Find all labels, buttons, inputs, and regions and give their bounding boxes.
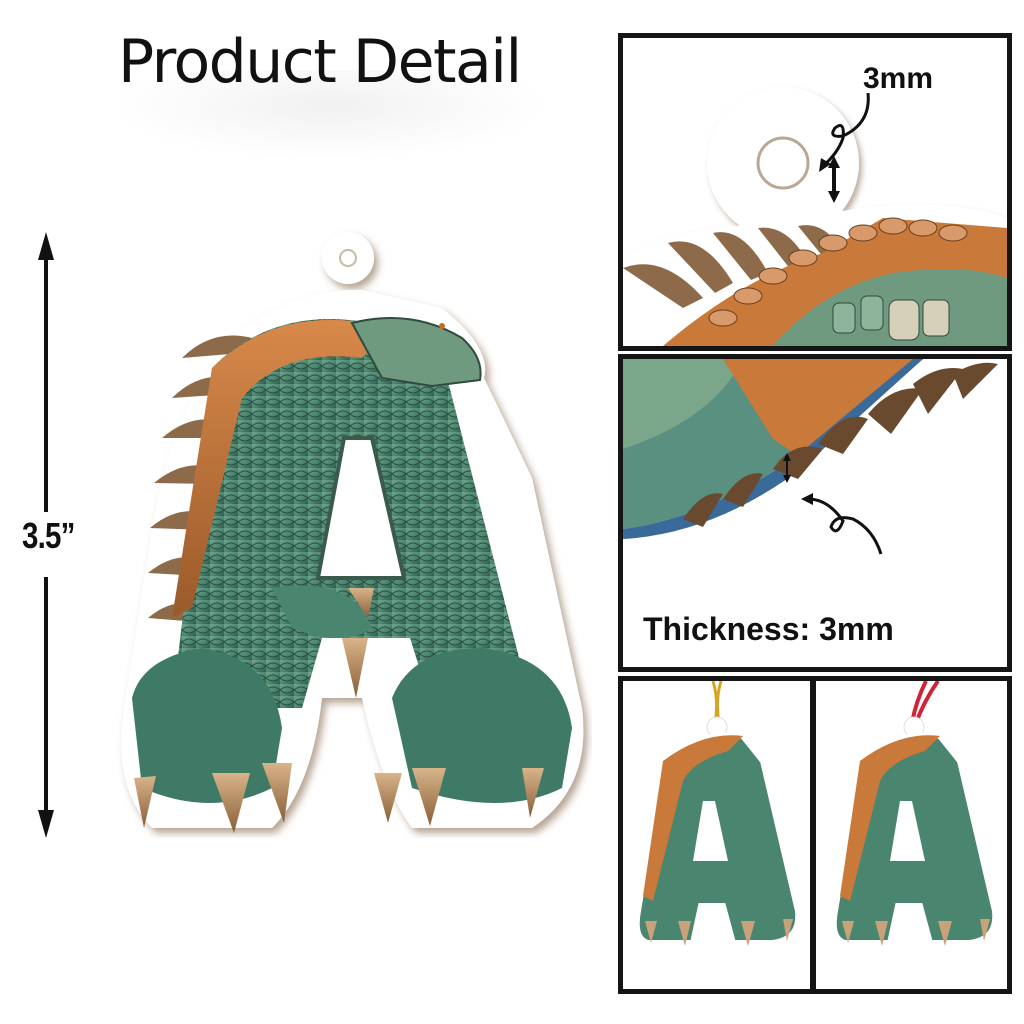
double-arrow-icon — [38, 232, 54, 838]
page-title: Product Detail — [118, 27, 522, 97]
variant-gold-string-panel — [618, 676, 815, 994]
thickness-detail-panel: Thickness: 3mm — [618, 354, 1012, 672]
ornament-red-ribbon-image — [830, 681, 999, 946]
hole-detail-panel: 3mm — [618, 33, 1012, 351]
hole-size-label: 3mm — [863, 62, 934, 95]
height-label: 3.5” — [22, 515, 75, 556]
title-backdrop — [110, 70, 550, 160]
ornament-gold-string-image — [633, 681, 802, 946]
height-measure — [18, 232, 74, 838]
hole-closeup-image — [623, 87, 1007, 346]
edge-closeup-image — [623, 359, 998, 555]
thickness-label: Thickness: 3mm — [643, 611, 894, 647]
variant-red-ribbon-panel — [811, 676, 1012, 994]
main-ornament-image — [112, 228, 592, 838]
